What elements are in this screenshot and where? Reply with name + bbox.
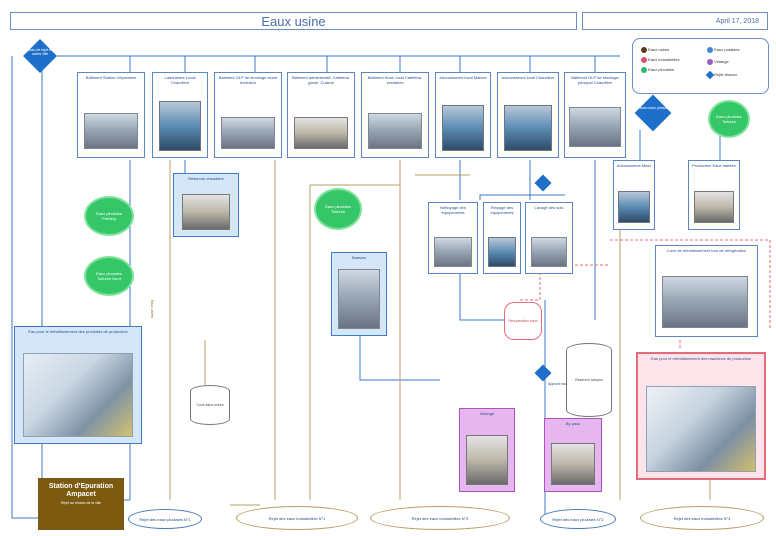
basin-photo bbox=[338, 269, 380, 329]
cooling-process-right-card: Eau pour le refroidissement des machines… bbox=[636, 352, 766, 480]
building-photo bbox=[442, 105, 484, 151]
legend-diamond-icon bbox=[705, 70, 715, 80]
legend: Eaux usées Eaux industrielles Eaux pluvi… bbox=[632, 38, 769, 94]
legend-item: Eaux usées bbox=[641, 47, 669, 53]
legend-item: Vidange bbox=[707, 59, 729, 65]
network-diamond-label: Réseau de rejet eaux usées ville bbox=[23, 48, 57, 56]
legend-item: Eaux potables bbox=[707, 47, 739, 53]
process-card: Rinçage des équipements bbox=[483, 202, 521, 274]
rinse-card: By-pass bbox=[544, 418, 602, 492]
rain-badge: Eaux pluviales Toitures bbox=[316, 190, 360, 228]
process-photo bbox=[434, 237, 472, 267]
legend-item: Eaux pluviales bbox=[641, 67, 674, 73]
flow-label: Appoint eau bbox=[548, 382, 567, 386]
rain-badge: Eaux pluviales Toitures Nord bbox=[86, 258, 132, 294]
treatment-station: Station d'Epuration Ampacet Rejet au rés… bbox=[38, 478, 124, 530]
building-photo bbox=[569, 107, 621, 147]
machine-illustration bbox=[646, 386, 756, 472]
process-photo bbox=[488, 237, 516, 267]
legend-dot-icon bbox=[707, 47, 713, 53]
building-card: Bâtiment administratif, Cafétéria, garde… bbox=[287, 72, 355, 158]
cooling-tower-photo bbox=[662, 276, 748, 328]
cooling-process-left-card: Eau pour le refroidissement des procédés… bbox=[14, 326, 142, 444]
page-title: Eaux usine bbox=[10, 12, 577, 30]
drain-card: Vidange bbox=[459, 408, 515, 492]
tank-cylinder: Cuve eaux usées bbox=[190, 385, 230, 425]
process-photo bbox=[531, 237, 567, 267]
legend-dot-icon bbox=[641, 47, 647, 53]
building-card: Bâtiment Station d'épuration bbox=[77, 72, 145, 158]
flow-label: Eaux usées bbox=[150, 300, 154, 319]
building-card: Adoucisseurs local Malaxe bbox=[435, 72, 491, 158]
machine-illustration bbox=[23, 353, 133, 437]
outlet-ellipse: Rejet des eaux industrielles N°3 bbox=[640, 506, 764, 530]
tank-cylinder: Réservoir tampon bbox=[566, 343, 612, 417]
building-photo bbox=[294, 117, 348, 149]
page-date: April 17, 2018 bbox=[582, 12, 768, 30]
outlet-ellipse: Rejet des eaux industrielles N°2 bbox=[370, 506, 510, 530]
legend-dot-icon bbox=[707, 59, 713, 65]
legend-item: Eaux industrielles bbox=[641, 57, 679, 63]
building-card: Laboratoire Local Chaudière bbox=[152, 72, 208, 158]
production-photo bbox=[694, 191, 734, 223]
building-card: Bâtiment OLP de stockage principal Chaud… bbox=[564, 72, 626, 158]
legend-dot-icon bbox=[641, 67, 647, 73]
rain-badge: Eaux pluviales Parking bbox=[86, 198, 132, 234]
boiler-card: Réservoir chaudière bbox=[173, 173, 239, 237]
basin-card: Bassins bbox=[331, 252, 387, 336]
building-photo bbox=[221, 117, 275, 149]
drain-photo bbox=[466, 435, 508, 485]
process-card: Nettoyage des équipements bbox=[428, 202, 478, 274]
outlet-ellipse: Rejet des eaux pluviales N°1 bbox=[128, 509, 202, 529]
process-card: Lavage des sols bbox=[525, 202, 573, 274]
building-card: Bâtiment Nord, local Cafétéria, vestiair… bbox=[361, 72, 429, 158]
softener-card: Adoucisseurs Minix bbox=[613, 160, 655, 230]
softener-photo bbox=[618, 191, 650, 223]
outlet-ellipse: Rejet des eaux industrielles N°1 bbox=[236, 506, 358, 530]
boiler-photo bbox=[182, 194, 230, 230]
rain-badge: Eaux pluviales Toitures bbox=[710, 102, 748, 136]
cooling-tower-card: Cuve de refroidissement tour de réfrigér… bbox=[655, 245, 758, 337]
building-photo bbox=[159, 101, 201, 151]
building-card: Adoucisseurs local Chaudière bbox=[497, 72, 559, 158]
outlet-ellipse: Rejet des eaux pluviales N°2 bbox=[540, 509, 616, 529]
rinse-photo bbox=[551, 443, 595, 485]
pluvial-diamond-label: Réseau eaux pluviales bbox=[635, 106, 671, 110]
legend-dot-icon bbox=[641, 57, 647, 63]
production-card: Production Eaux traitées bbox=[688, 160, 740, 230]
recovery-node: Récupération eaux bbox=[504, 302, 542, 340]
building-photo bbox=[368, 113, 422, 149]
legend-item: Rejet réseau bbox=[705, 70, 737, 80]
building-photo bbox=[504, 105, 552, 151]
building-card: Bâtiment OLP de stockage avant évolution bbox=[214, 72, 282, 158]
building-photo bbox=[84, 113, 138, 149]
